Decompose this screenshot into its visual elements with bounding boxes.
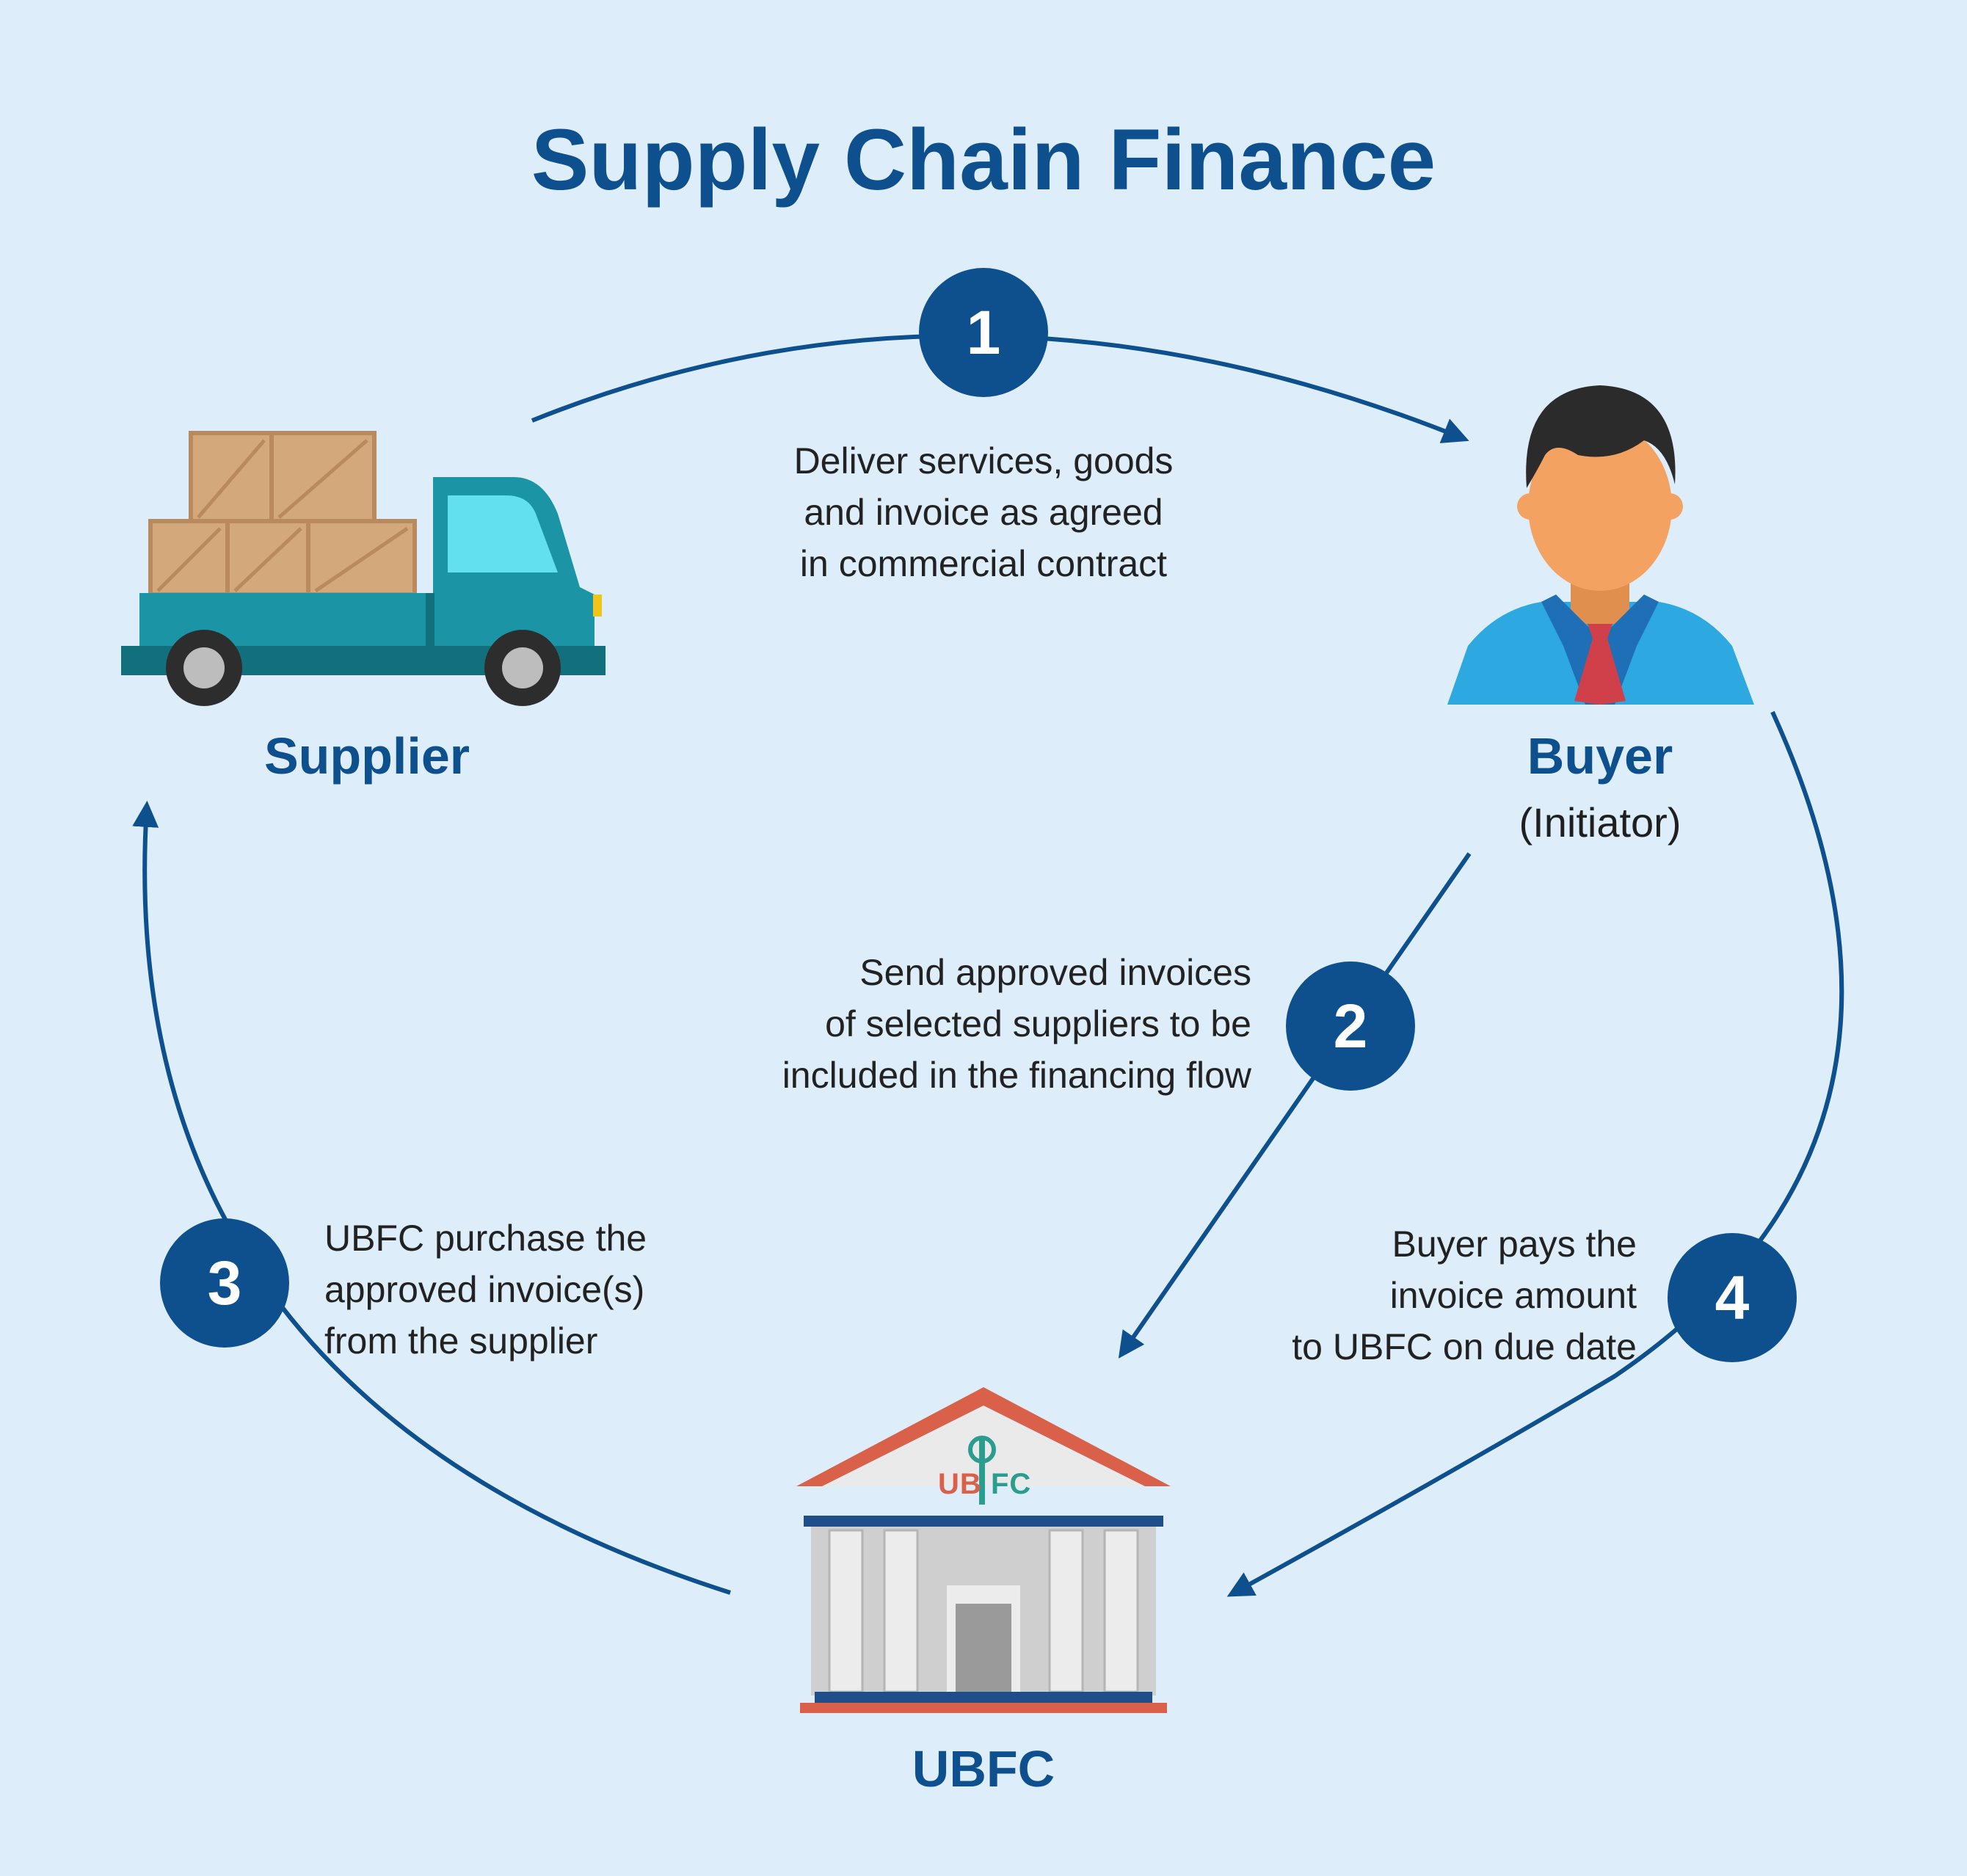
ubfc-label: UBFC (912, 1740, 1055, 1797)
step-1-badge: 1 (919, 268, 1048, 397)
bank-building-icon (796, 1387, 1171, 1713)
step-3-line-1: UBFC purchase the (324, 1218, 647, 1259)
bank-logo-right: FC (991, 1468, 1032, 1500)
step-1-line-2: and invoice as agreed (804, 492, 1163, 533)
step-2-line-3: included in the financing flow (782, 1055, 1251, 1096)
truck-with-boxes-icon (121, 431, 606, 706)
step-1-text: Deliver services, goods and invoice as a… (734, 435, 1233, 589)
step-2-line-2: of selected suppliers to be (825, 1003, 1251, 1044)
buyer-label: Buyer (1527, 727, 1673, 785)
page-title: Supply Chain Finance (531, 112, 1436, 208)
bank-logo-left: UB (938, 1468, 982, 1500)
buyer-sublabel: (Initiator) (1519, 799, 1681, 846)
step-3-text: UBFC purchase the approved invoice(s) fr… (324, 1213, 765, 1367)
step-4-text: Buyer pays the invoice amount to UBFC on… (1189, 1218, 1637, 1373)
step-1-line-3: in commercial contract (799, 543, 1168, 584)
step-3-line-3: from the supplier (324, 1320, 598, 1361)
buyer-person-icon (1447, 385, 1754, 705)
step-3-badge: 3 (160, 1218, 289, 1348)
step-2-badge: 2 (1286, 961, 1415, 1091)
step-2-text: Send approved invoices of selected suppl… (661, 947, 1251, 1101)
supplier-label: Supplier (263, 727, 470, 785)
step-3-line-2: approved invoice(s) (324, 1269, 645, 1310)
arrow-step-2 (1118, 852, 1472, 1359)
step-2-line-1: Send approved invoices (859, 952, 1251, 993)
step-4-line-3: to UBFC on due date (1292, 1326, 1637, 1367)
step-4-badge: 4 (1668, 1233, 1797, 1362)
step-4-line-1: Buyer pays the (1392, 1224, 1637, 1265)
arrow-step-3 (132, 800, 731, 1595)
step-4-line-2: invoice amount (1389, 1275, 1637, 1316)
step-1-line-1: Deliver services, goods (793, 440, 1174, 481)
